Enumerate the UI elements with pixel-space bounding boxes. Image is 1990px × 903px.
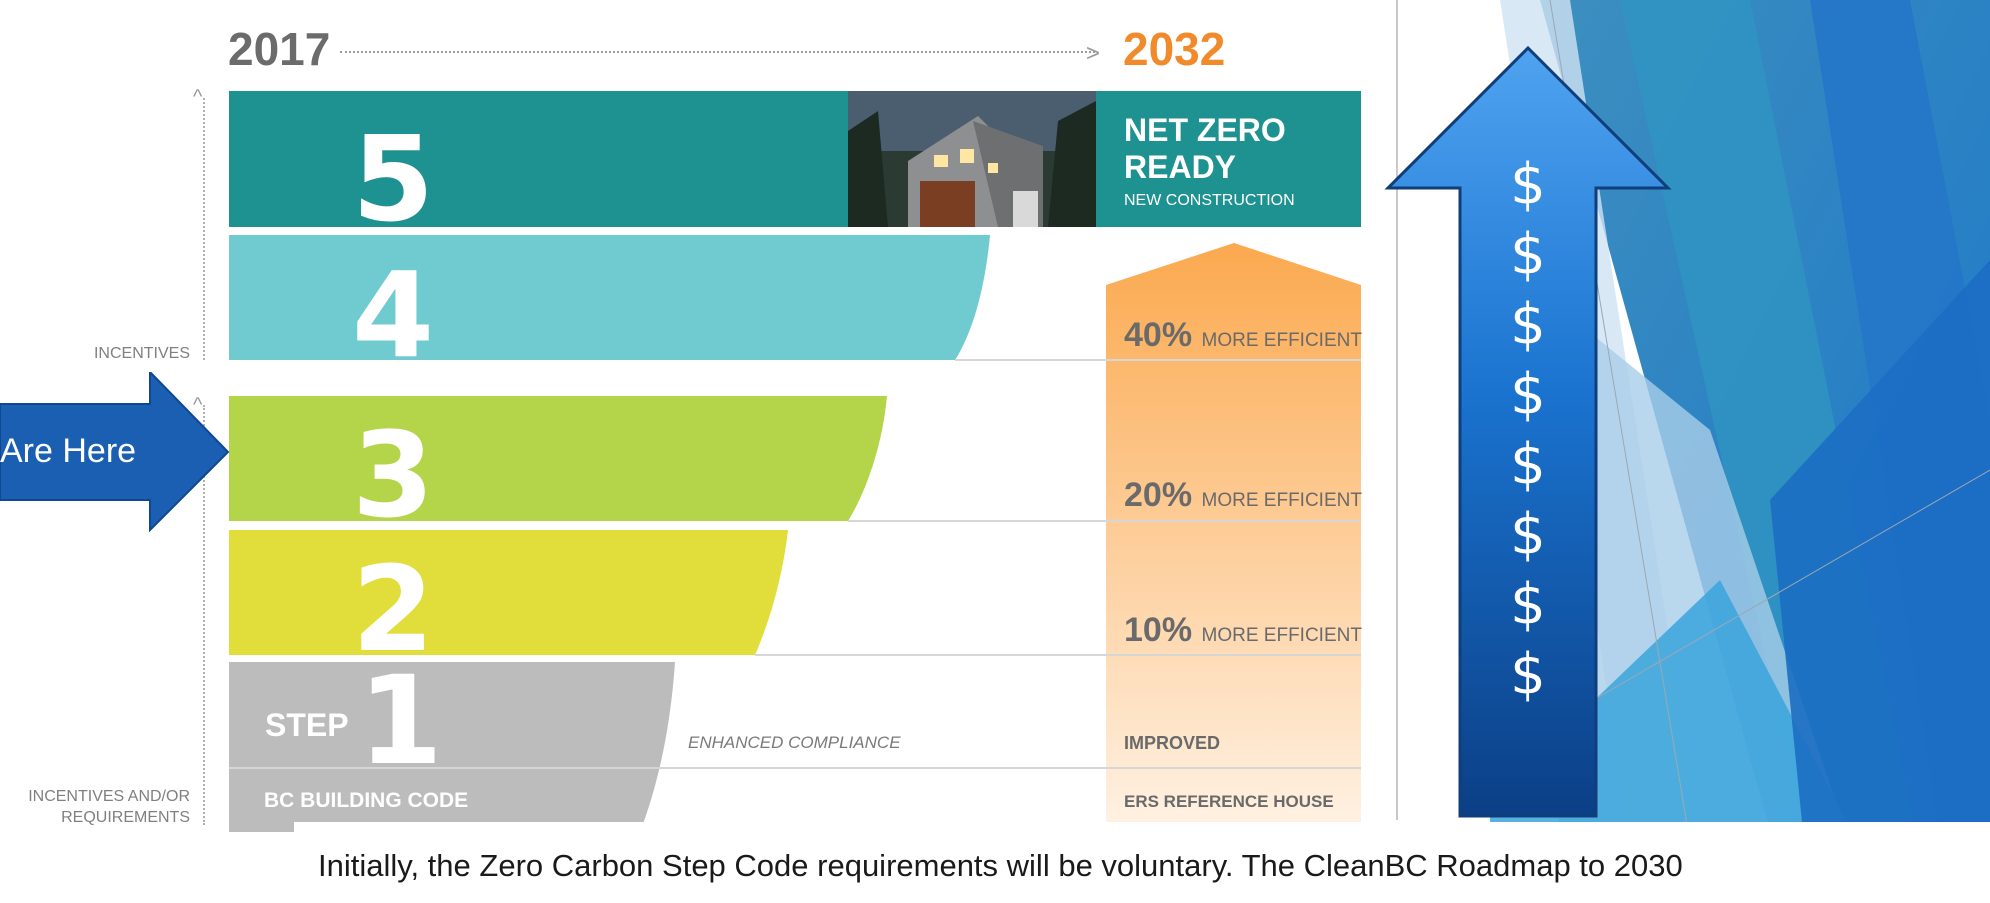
step-2-pct: 10% (1124, 611, 1193, 649)
step-1-shape (229, 662, 675, 832)
step-shapes (229, 91, 1361, 832)
step-4-efficiency: 40% MORE EFFICIENT (1124, 316, 1362, 355)
step-3-efficiency: 20% MORE EFFICIENT (1124, 476, 1362, 515)
dollar-sign: $ (1510, 502, 1546, 567)
timeline-arrowhead-icon: > (1086, 40, 1101, 67)
step-1-code-label: BC BUILDING CODE (264, 789, 469, 812)
axis-label-incentives: INCENTIVES (93, 345, 190, 362)
step-3-number: 3 (352, 406, 435, 544)
caption-box: Initially, the Zero Carbon Step Code req… (294, 822, 1990, 903)
step-5-subtitle: NEW CONSTRUCTION (1124, 192, 1295, 209)
step-2-pct-label: MORE EFFICIENT (1201, 625, 1362, 646)
step-3-pct: 20% (1124, 476, 1193, 514)
cost-dollar-column: $ $ $ $ $ $ $ $ (1490, 152, 1566, 712)
step-4-pct-label: MORE EFFICIENT (1201, 330, 1362, 351)
axis-line-incentives (203, 98, 205, 360)
dollar-sign: $ (1510, 642, 1546, 707)
step-2-number: 2 (352, 540, 435, 678)
step-code-figure: 2017 > 2032 ^ ^ INCENTIVES INCENTIVES AN… (28, 23, 1362, 832)
step-5-title-line2: READY (1124, 149, 1237, 185)
step-5-band (229, 91, 1361, 227)
step-5-title-line1: NET ZERO (1124, 112, 1286, 148)
house-photo (848, 91, 1096, 227)
decorative-background (1390, 0, 1990, 903)
axis-line-requirements (203, 405, 205, 825)
cost-arrow-shape (1384, 45, 1672, 818)
step-4-number: 4 (352, 246, 435, 384)
step-3-shape (229, 396, 887, 521)
step-3-pct-label: MORE EFFICIENT (1201, 490, 1362, 511)
caption-text: Initially, the Zero Carbon Step Code req… (318, 848, 1683, 883)
ers-reference-label: ERS REFERENCE HOUSE (1124, 792, 1334, 811)
improved-label: IMPROVED (1124, 733, 1221, 753)
axis-label-requirements: INCENTIVES AND/OR REQUIREMENTS (28, 788, 190, 826)
callout-label: Are Here (0, 432, 137, 470)
callout-arrow-shape (0, 372, 230, 532)
step-4-shape (229, 235, 990, 360)
axis-arrow-up-icon: ^ (193, 394, 203, 416)
dollar-sign: $ (1510, 572, 1546, 637)
divider-line (1396, 0, 1398, 820)
year-end: 2032 (1123, 23, 1226, 75)
efficiency-band (1106, 243, 1361, 832)
step-1-number: 1 (358, 650, 443, 792)
dollar-sign: $ (1510, 152, 1546, 217)
axis-arrow-up-icon: ^ (193, 86, 203, 108)
dollar-sign: $ (1510, 432, 1546, 497)
step-1-prefix: STEP (265, 707, 349, 743)
dollar-sign: $ (1510, 292, 1546, 357)
step-4-pct: 40% (1124, 316, 1193, 354)
dollar-sign: $ (1510, 362, 1546, 427)
step-2-efficiency: 10% MORE EFFICIENT (1124, 611, 1362, 650)
step-5-number: 5 (352, 110, 435, 248)
timeline-dotted-line (340, 51, 1095, 53)
dollar-sign: $ (1510, 222, 1546, 287)
year-start: 2017 (228, 23, 331, 75)
step-2-shape (229, 530, 788, 655)
enhanced-compliance-label: ENHANCED COMPLIANCE (688, 733, 901, 752)
